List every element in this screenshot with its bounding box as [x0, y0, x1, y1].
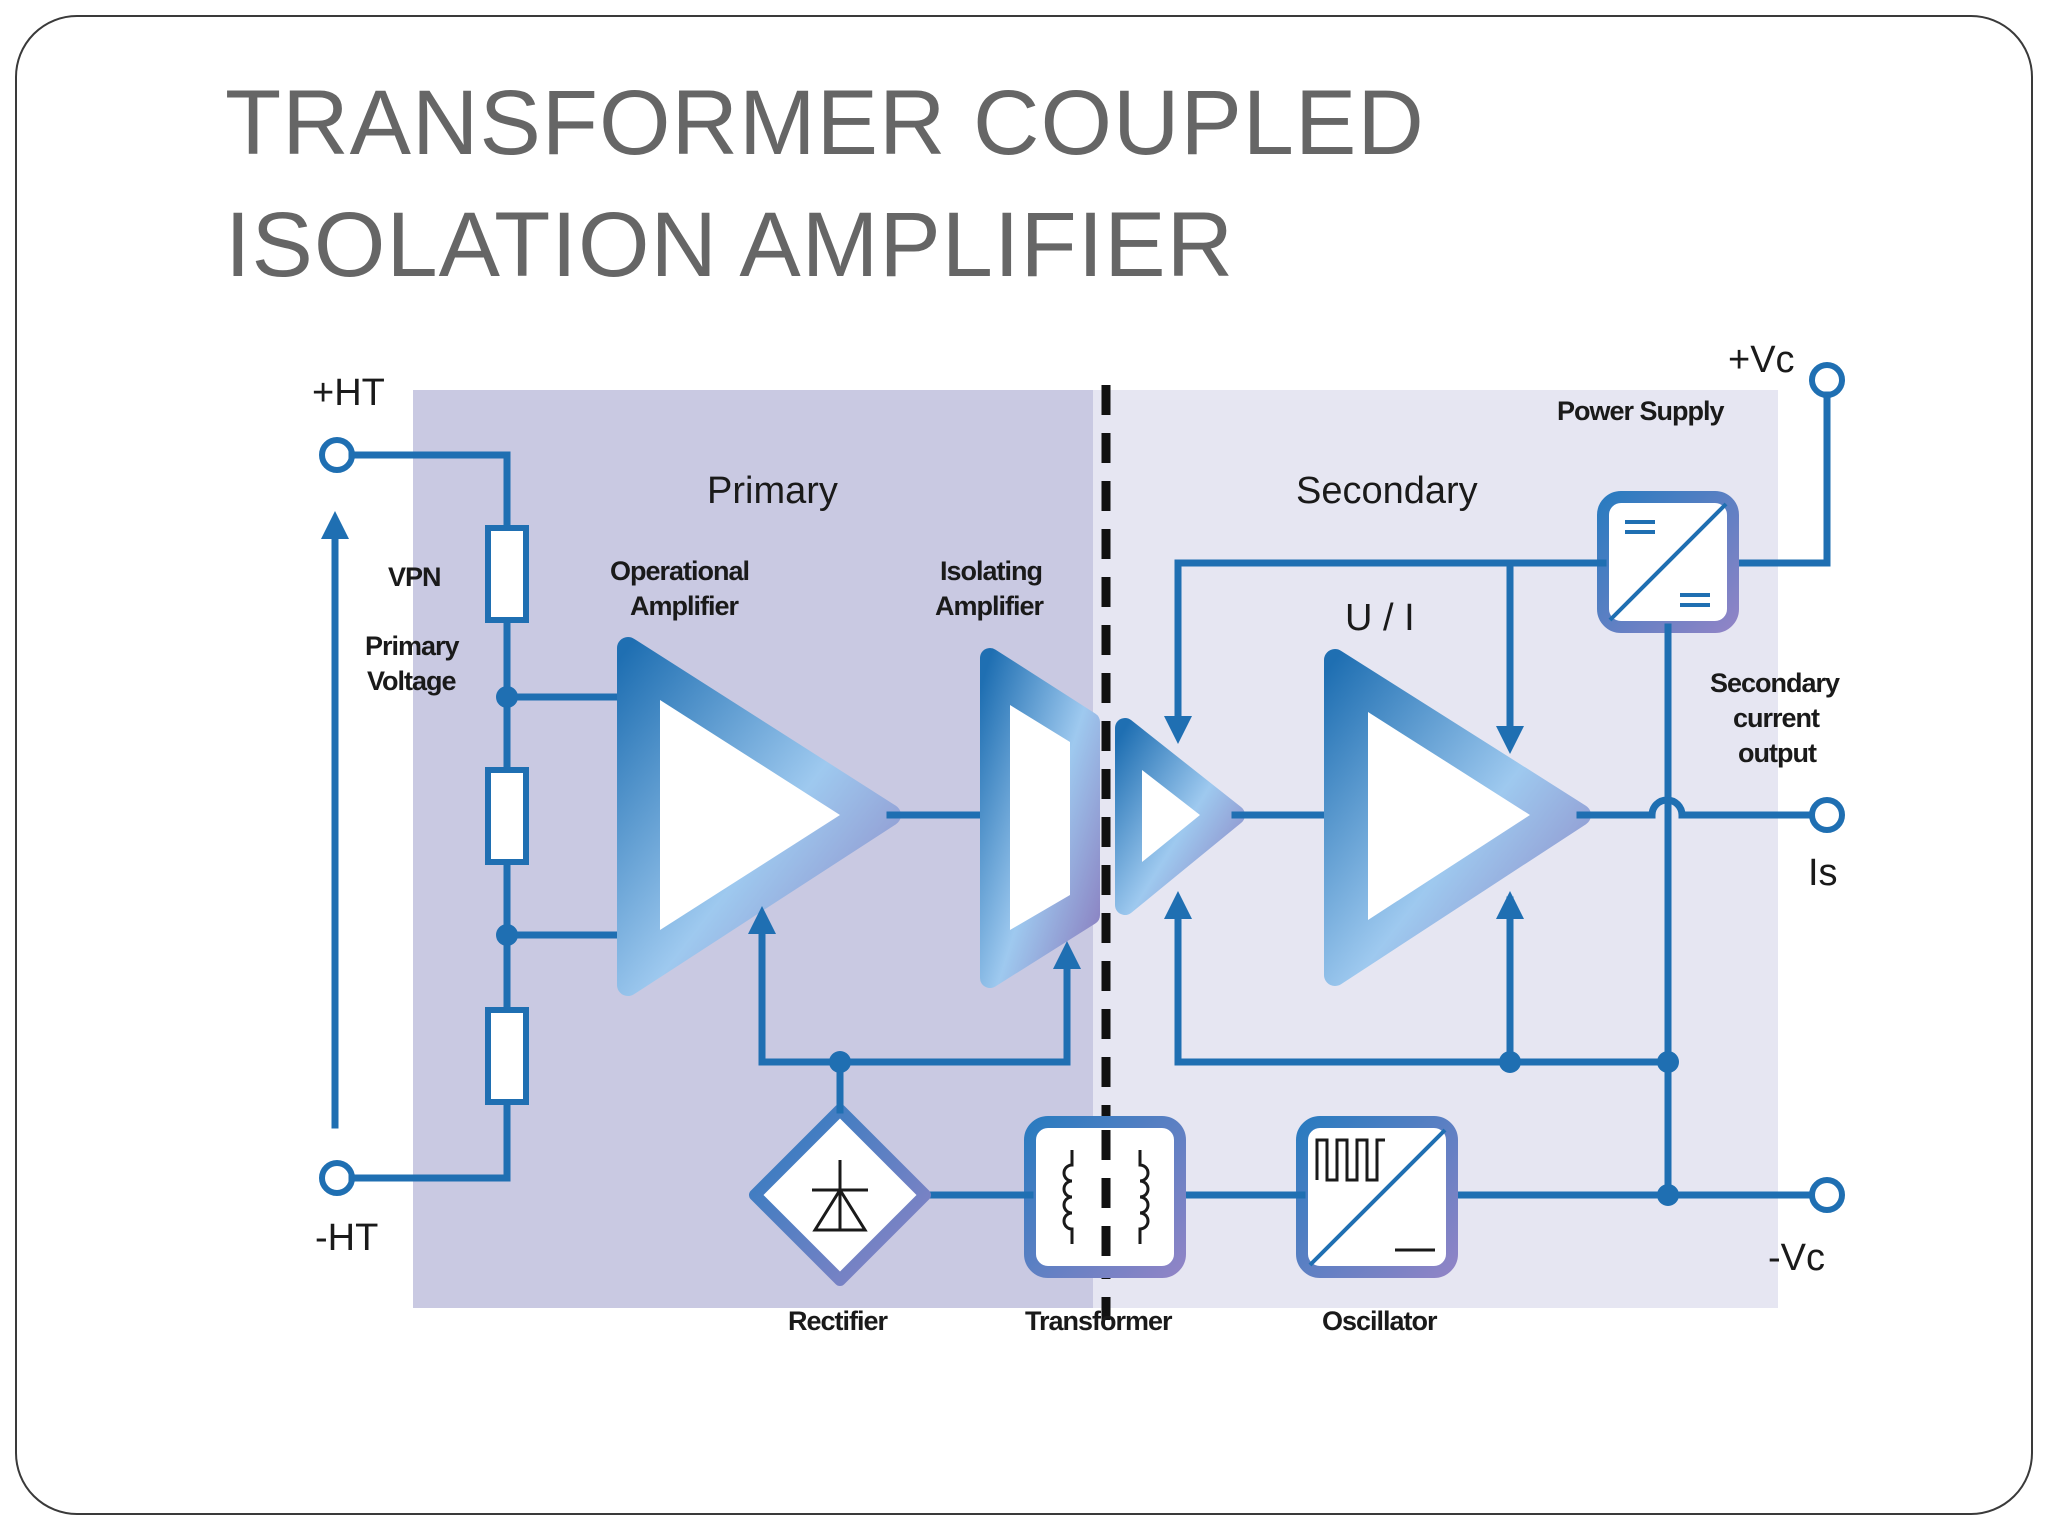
resistor-3	[485, 1007, 529, 1105]
secondary-region-label: Secondary	[1296, 470, 1478, 512]
plus-ht-label: +HT	[312, 372, 385, 414]
power-supply-symbol-diagonal	[1608, 502, 1728, 622]
transformer-label: Transformer	[1025, 1306, 1173, 1336]
title-line-2: ISOLATION AMPLIFIER	[225, 194, 1235, 296]
rectifier-diode-icon	[812, 1160, 868, 1232]
minus-vc-node	[1657, 1184, 1679, 1206]
minus-ht-terminal[interactable]	[319, 1160, 355, 1196]
is-label: Is	[1808, 852, 1838, 894]
minus-ht-label: -HT	[315, 1217, 378, 1259]
isolating-amp-label-1: Isolating	[940, 556, 1042, 586]
primary-voltage-label-2: Voltage	[367, 666, 456, 696]
opamp-supply-wire	[748, 906, 844, 1066]
ground-node-supply	[1657, 1051, 1679, 1073]
secondary-current-label-3: output	[1738, 738, 1817, 768]
divider-top-wire	[348, 451, 511, 529]
title-line-1: TRANSFORMER COUPLED	[225, 72, 1425, 174]
transformer-secondary-coil	[1138, 1150, 1150, 1244]
vpn-label: VPN	[388, 562, 441, 592]
minus-vc-label: -Vc	[1768, 1237, 1825, 1279]
primary-voltage-label-1: Primary	[365, 631, 460, 661]
secondary-current-label-1: Secondary	[1710, 668, 1840, 698]
oscillator-symbol-diagonal	[1308, 1128, 1447, 1267]
power-supply-label: Power Supply	[1557, 396, 1725, 426]
primary-region-label: Primary	[707, 470, 838, 512]
opamp-label-2: Amplifier	[630, 591, 740, 621]
is-terminal[interactable]	[1809, 797, 1845, 833]
resistor-2	[485, 767, 529, 865]
oscillator-label: Oscillator	[1322, 1306, 1438, 1336]
secondary-current-label-2: current	[1733, 703, 1820, 733]
plus-ht-terminal[interactable]	[319, 437, 355, 473]
ui-label: U / I	[1345, 597, 1415, 639]
plus-vc-label: +Vc	[1728, 339, 1795, 381]
minus-vc-terminal[interactable]	[1809, 1177, 1845, 1213]
rectifier-label: Rectifier	[788, 1306, 889, 1336]
transformer-primary-coil	[1062, 1150, 1074, 1244]
plus-vc-terminal[interactable]	[1809, 362, 1845, 398]
slide-title: TRANSFORMER COUPLED ISOLATION AMPLIFIER	[225, 62, 1425, 306]
oscillator-square-wave-icon	[1315, 1138, 1385, 1182]
resistor-1	[485, 525, 529, 623]
plus-vc-wire	[1734, 391, 1831, 567]
isolating-amp-label-2: Amplifier	[935, 591, 1045, 621]
opamp-label-1: Operational	[610, 556, 749, 586]
isolating-amp-supply-wire	[836, 941, 1081, 1066]
secondary-supply-wire	[1164, 559, 1607, 744]
divider-bottom-wire	[348, 1101, 511, 1182]
